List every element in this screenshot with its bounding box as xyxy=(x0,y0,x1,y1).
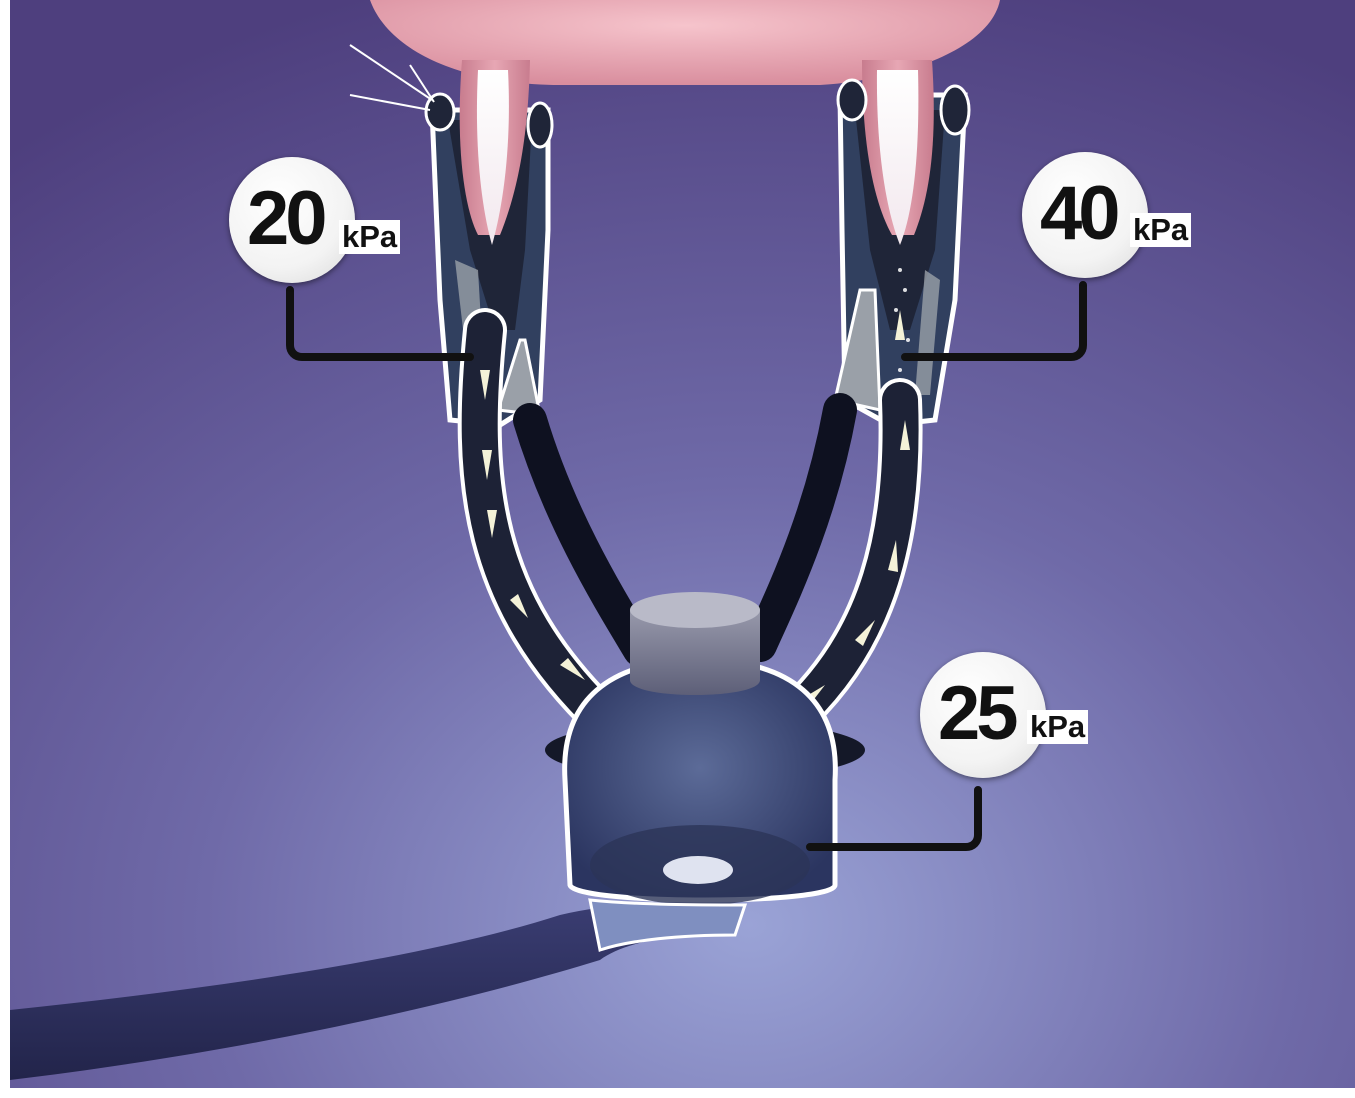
left-teat-vacuum-gauge: 20 xyxy=(229,157,355,283)
claw-outlet xyxy=(663,856,733,884)
right-teat-vacuum-value: 40 xyxy=(1040,172,1117,256)
left-teat-vacuum-unit: kPa xyxy=(339,220,400,254)
left-teat-vacuum-value: 20 xyxy=(247,177,324,261)
claw-vacuum-value: 25 xyxy=(938,672,1015,756)
claw-vacuum-unit: kPa xyxy=(1027,710,1088,744)
right-teat-vacuum-unit: kPa xyxy=(1130,213,1191,247)
